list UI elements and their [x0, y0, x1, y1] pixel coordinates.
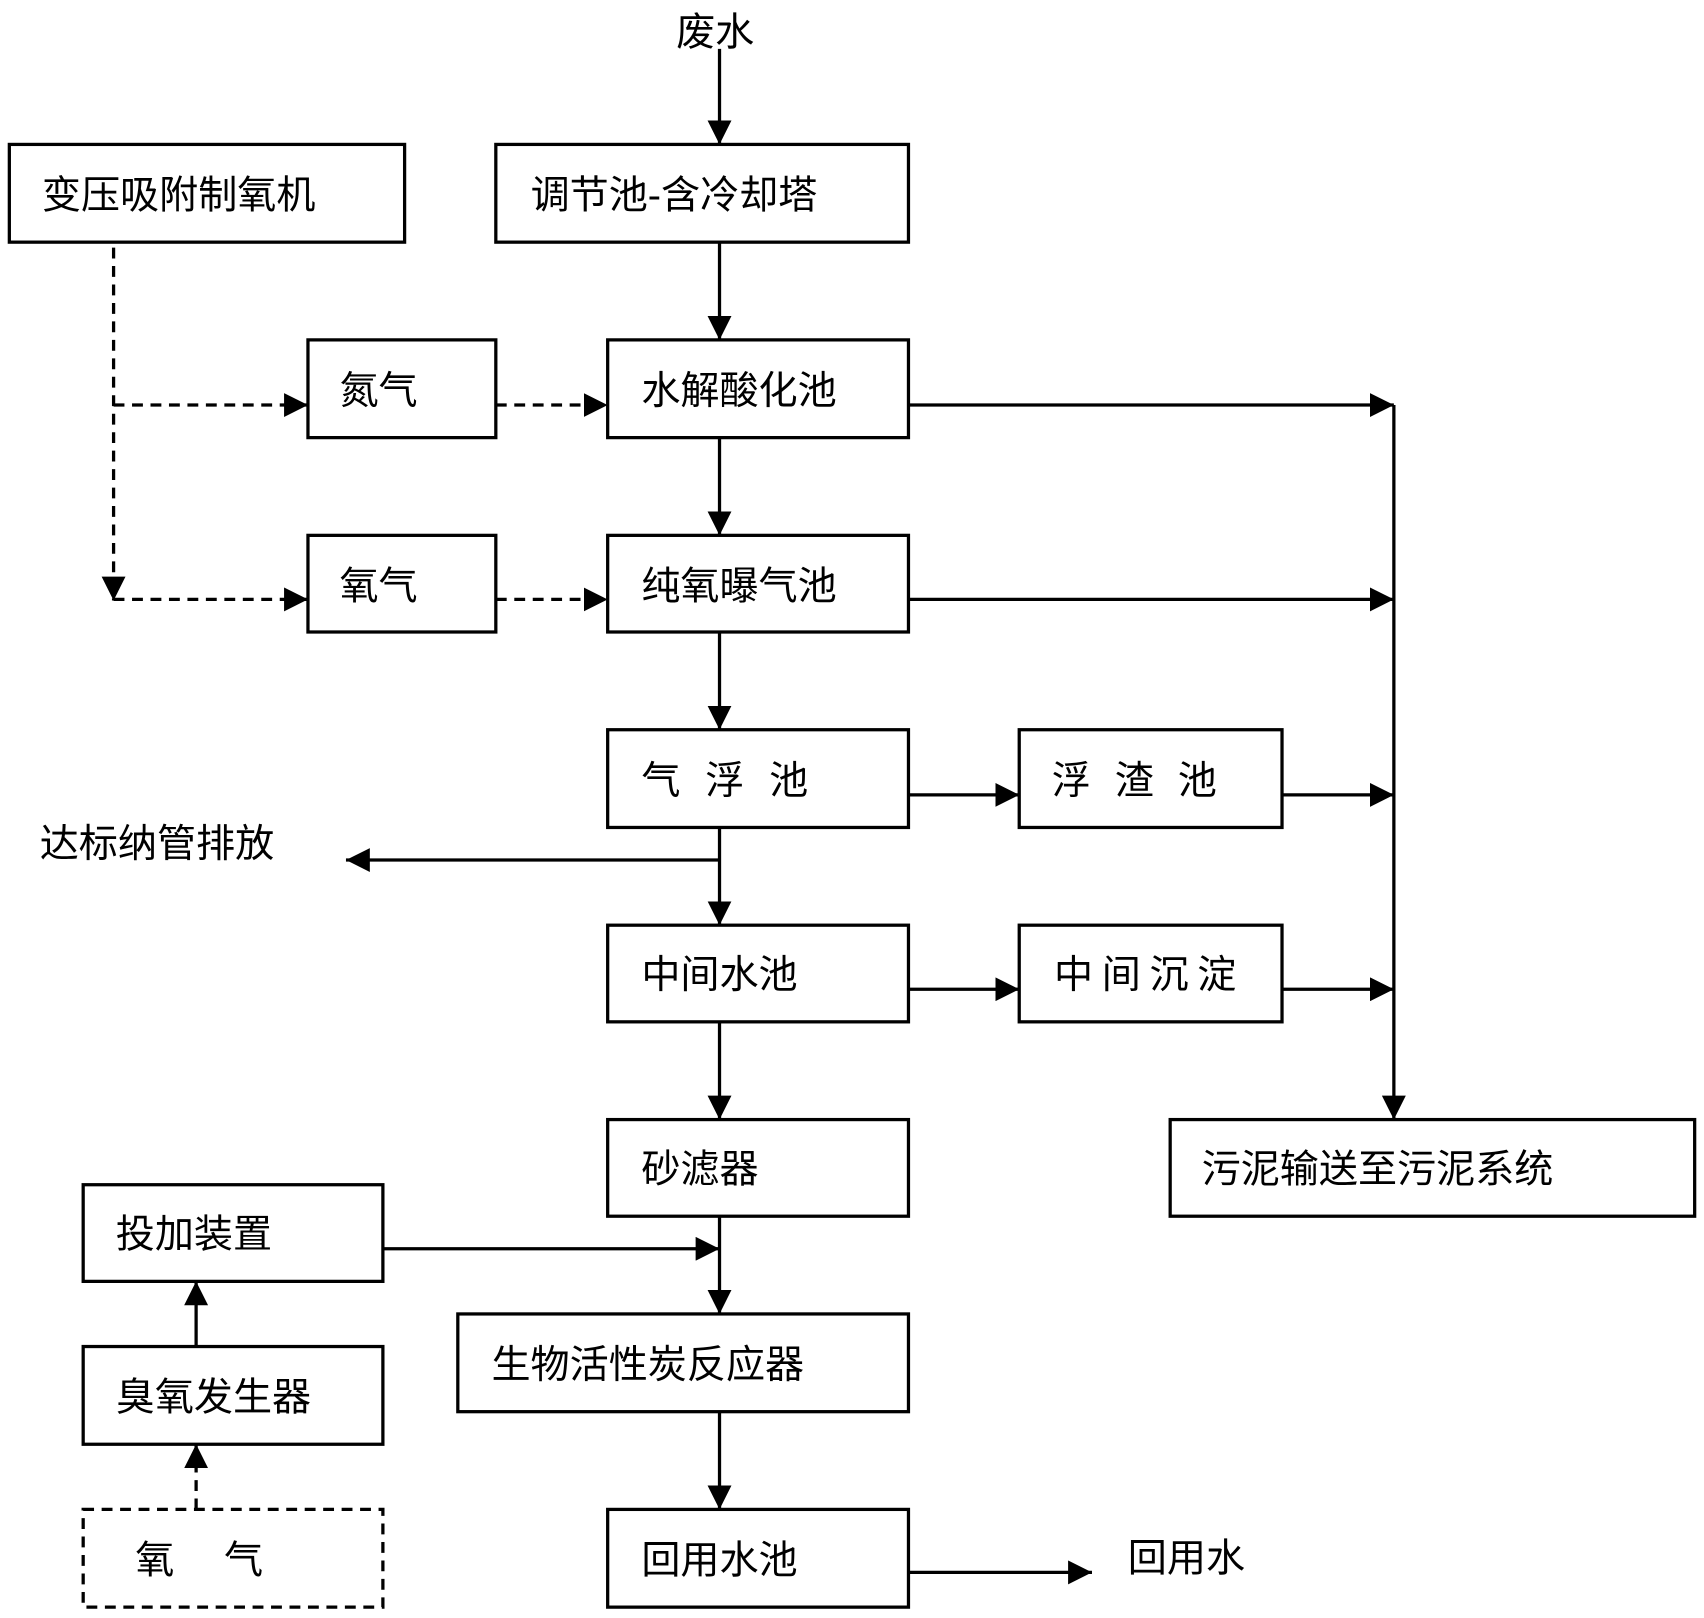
svg-text:调节池-含冷却塔: 调节池-含冷却塔: [531, 173, 818, 218]
svg-text:中间水池: 中间水池: [641, 953, 797, 998]
hydrolysis-tank-box: 水解酸化池: [606, 338, 911, 440]
svg-text:中间沉淀: 中间沉淀: [1054, 953, 1245, 998]
oxygen-box: 氧气: [306, 533, 498, 634]
svg-text:污泥输送至污泥系统: 污泥输送至污泥系统: [1202, 1148, 1554, 1193]
psa-oxygen-box: 变压吸附制氧机: [7, 142, 407, 244]
ozone-generator-box: 臭氧发生器: [81, 1344, 385, 1446]
sludge-system-box: 污泥输送至污泥系统: [1168, 1117, 1697, 1218]
svg-text:氧 气: 氧 气: [135, 1538, 263, 1583]
svg-text:砂滤器: 砂滤器: [641, 1148, 758, 1193]
nitrogen-box: 氮气: [306, 338, 498, 440]
intermediate-settling-box: 中间沉淀: [1017, 923, 1284, 1024]
svg-text:浮渣池: 浮渣池: [1052, 759, 1241, 804]
intermediate-tank-box: 中间水池: [606, 923, 911, 1024]
sand-filter-box: 砂滤器: [606, 1117, 911, 1218]
wastewater-label: 废水: [676, 11, 754, 56]
svg-text:气 浮 池: 气 浮 池: [641, 759, 808, 804]
svg-text:回用水池: 回用水池: [641, 1538, 797, 1583]
scum-tank-box: 浮渣池: [1017, 728, 1284, 830]
svg-text:臭氧发生器: 臭氧发生器: [116, 1376, 311, 1421]
svg-text:水解酸化池: 水解酸化池: [641, 369, 836, 414]
bac-reactor-box: 生物活性炭反应器: [456, 1312, 911, 1414]
svg-text:投加装置: 投加装置: [116, 1213, 272, 1258]
svg-text:变压吸附制氧机: 变压吸附制氧机: [42, 173, 316, 218]
discharge-label: 达标纳管排放: [40, 822, 274, 867]
svg-text:生物活性炭反应器: 生物活性炭反应器: [491, 1343, 804, 1388]
equalization-tank-box: 调节池-含冷却塔: [494, 142, 911, 244]
svg-text:氮气: 氮气: [339, 369, 417, 414]
gas-flow-arrows: [101, 247, 608, 1510]
air-flotation-box: 气 浮 池: [606, 728, 911, 830]
oxygen-source-box: 氧 气: [81, 1507, 385, 1609]
reuse-tank-box: 回用水池: [606, 1507, 911, 1609]
sludge-flow-arrows: [908, 393, 1406, 1120]
svg-text:纯氧曝气池: 纯氧曝气池: [641, 564, 836, 609]
dosing-device-box: 投加装置: [81, 1183, 385, 1283]
reuse-water-label: 回用水: [1128, 1536, 1245, 1581]
aeration-tank-box: 纯氧曝气池: [606, 533, 911, 634]
svg-text:氧气: 氧气: [339, 564, 417, 609]
main-flow-arrows: [345, 48, 1092, 1585]
